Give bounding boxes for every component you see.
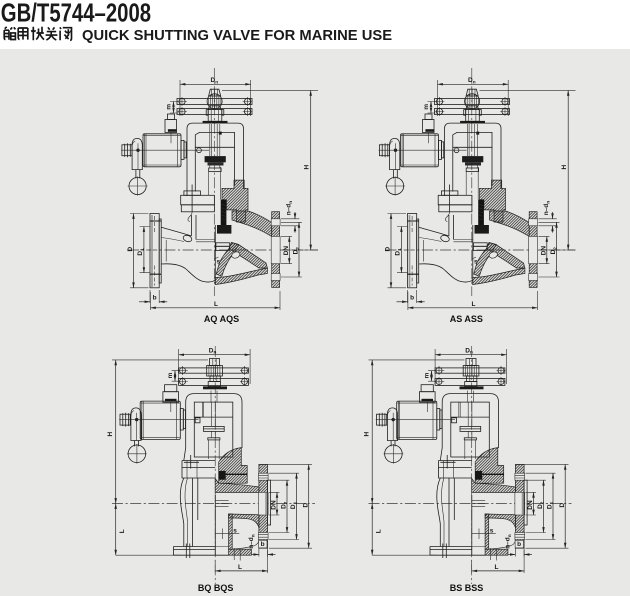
svg-text:GB/T5744–2008: GB/T5744–2008 [1, 0, 151, 27]
svg-text:BQ BQS: BQ BQS [198, 583, 234, 593]
svg-text:AS ASS: AS ASS [450, 314, 483, 324]
svg-text:AQ AQS: AQ AQS [204, 314, 239, 324]
svg-text:QUICK SHUTTING VALVE FOR MARIN: QUICK SHUTTING VALVE FOR MARINE USE [82, 28, 392, 44]
svg-text:BS BSS: BS BSS [450, 583, 484, 593]
